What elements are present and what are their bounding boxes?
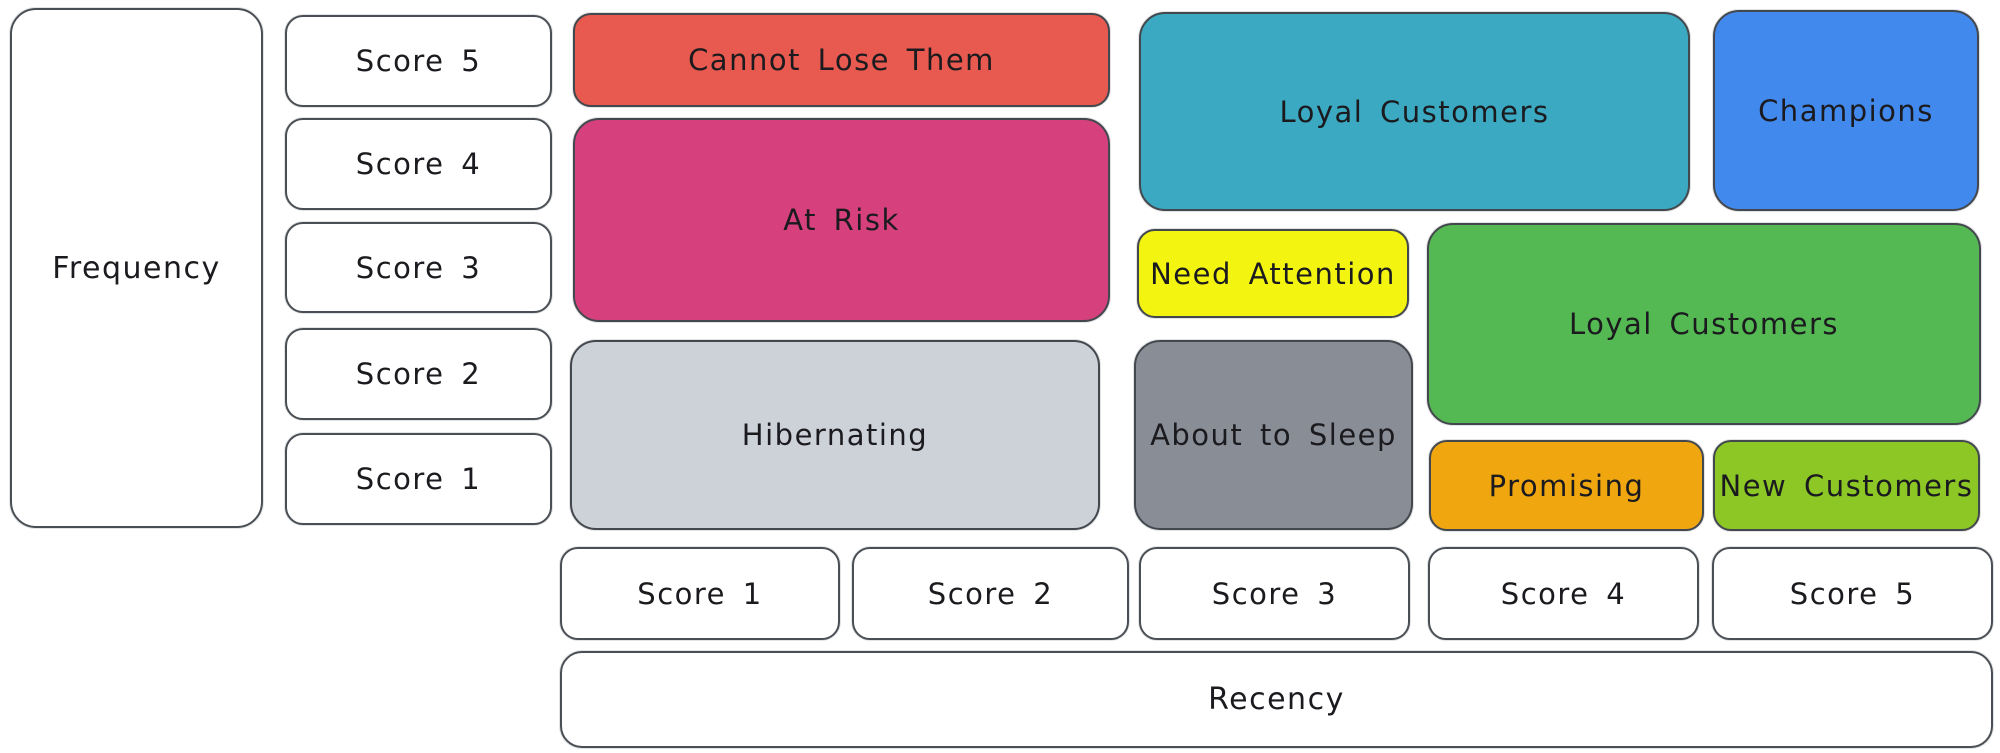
recency-score-2: Score 2 (852, 547, 1129, 640)
segment-at-risk: At Risk (573, 118, 1110, 322)
recency-score-3: Score 3 (1139, 547, 1410, 640)
recency-score-5: Score 5 (1712, 547, 1993, 640)
frequency-axis-label: Frequency (10, 8, 263, 528)
segment-loyal-customers-teal: Loyal Customers (1139, 12, 1690, 211)
segment-hibernating: Hibernating (570, 340, 1100, 530)
recency-score-1: Score 1 (560, 547, 840, 640)
segment-about-to-sleep: About to Sleep (1134, 340, 1413, 530)
segment-need-attention: Need Attention (1137, 229, 1409, 318)
recency-axis-label: Recency (560, 651, 1993, 748)
frequency-score-5: Score 5 (285, 15, 552, 107)
segment-cannot-lose-them: Cannot Lose Them (573, 13, 1110, 107)
segment-champions: Champions (1713, 10, 1979, 211)
frequency-score-1: Score 1 (285, 433, 552, 525)
frequency-score-2: Score 2 (285, 328, 552, 420)
segment-new-customers: New Customers (1713, 440, 1980, 531)
segment-promising: Promising (1429, 440, 1704, 531)
frequency-score-4: Score 4 (285, 118, 552, 210)
recency-score-4: Score 4 (1428, 547, 1699, 640)
frequency-score-3: Score 3 (285, 222, 552, 313)
segment-loyal-customers-green: Loyal Customers (1427, 223, 1981, 425)
